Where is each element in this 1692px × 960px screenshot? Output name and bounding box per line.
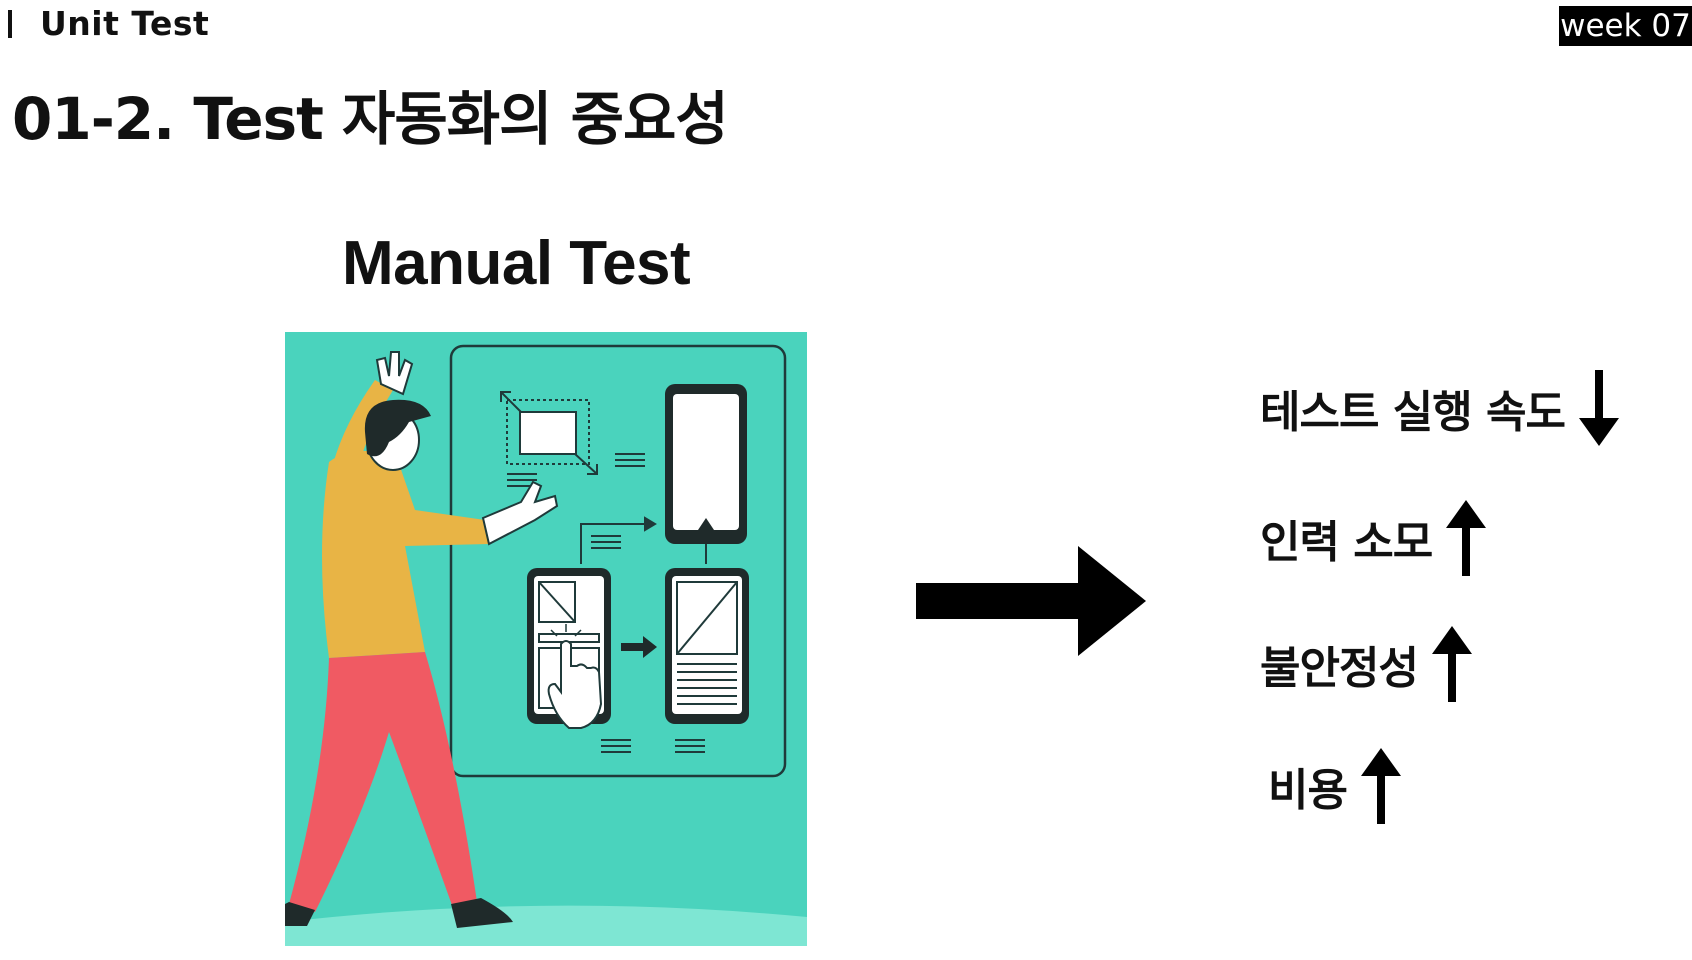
arrow-up-icon xyxy=(1431,626,1472,702)
effect-label: 테스트 실행 속도 xyxy=(1260,387,1566,438)
arrow-up-icon xyxy=(1360,748,1401,824)
effect-label: 불안정성 xyxy=(1260,643,1419,694)
phone-blank-icon xyxy=(665,384,747,564)
arrow-up-icon xyxy=(1446,500,1487,576)
header-divider xyxy=(8,10,12,38)
effect-item: 불안정성 xyxy=(1260,626,1472,702)
arrow-right-icon xyxy=(621,636,657,658)
effect-item: 인력 소모 xyxy=(1260,500,1487,576)
arrow-down-icon xyxy=(1579,370,1619,446)
effect-label: 비용 xyxy=(1268,765,1348,816)
effect-item: 테스트 실행 속도 xyxy=(1260,370,1619,446)
week-badge: week 07 xyxy=(1559,6,1692,46)
wireframe-board xyxy=(449,344,787,778)
section-label: Unit Test xyxy=(40,4,210,43)
phone-content-icon xyxy=(665,568,749,724)
person-testing-mobile-wireframes-illustration xyxy=(285,332,807,946)
tapping-hand-icon xyxy=(547,640,603,729)
person-figure xyxy=(285,351,559,928)
tap-burst-icon xyxy=(550,624,582,637)
effect-item: 비용 xyxy=(1268,748,1401,824)
flow-connector-icon xyxy=(580,516,657,564)
manual-test-caption: Manual Test xyxy=(342,229,691,298)
illustration-floor xyxy=(285,905,807,946)
page-title: 01-2. Test 자동화의 중요성 xyxy=(12,85,729,153)
effect-label: 인력 소모 xyxy=(1260,517,1433,568)
footer-lines-icon xyxy=(601,739,705,753)
resize-frame-icon xyxy=(500,391,598,475)
right-arrow-icon xyxy=(916,546,1146,656)
